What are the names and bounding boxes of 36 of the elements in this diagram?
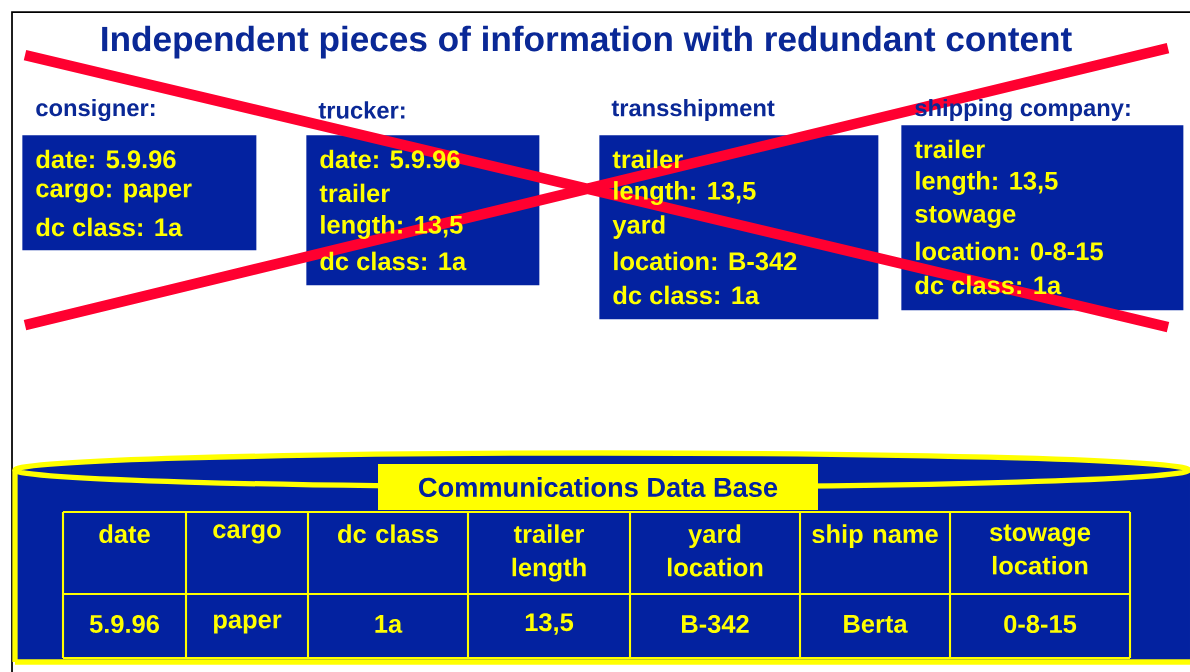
column-header: ship name (812, 524, 938, 549)
table-cell: 1a (375, 615, 403, 633)
field-line: cargo: paper (36, 183, 192, 203)
column-header: date (99, 524, 150, 544)
box-heading: transshipment (611, 98, 775, 122)
column-header: cargo (213, 524, 281, 544)
field-line: dc class: 1a (320, 251, 467, 271)
title-banner: Communications Data Base (378, 464, 818, 510)
field-line: stowage (915, 206, 1016, 228)
field-line: trailer (319, 183, 390, 203)
field-line: location: 0-8-15 (916, 241, 1103, 261)
column-header: dc class (338, 524, 438, 544)
table-cell: B-342 (682, 614, 749, 634)
field-line: length: 13,5 (614, 181, 756, 205)
node-label: Communications Data Base (419, 477, 778, 498)
table-cell: 0-8-15 (1004, 615, 1077, 634)
field-line: trailer (612, 149, 683, 169)
title: Independent pieces of information with redundant content (102, 25, 1072, 59)
table-cell: 13,5 (525, 613, 574, 635)
info-box (901, 125, 1184, 311)
field-line: yard (612, 215, 665, 239)
cylinder (12, 450, 1190, 665)
table-cell: Berta (844, 615, 908, 633)
info-box (22, 135, 257, 251)
box-heading: consigner: (36, 98, 155, 122)
field-line: length: 13,5 (916, 171, 1058, 195)
field-line: trailer (914, 139, 985, 159)
column-header: stowage location (989, 524, 1091, 575)
table-cell: paper (214, 614, 282, 634)
info-box (599, 135, 879, 320)
field-line: dc class: 1a (613, 285, 760, 305)
box-heading: trucker: (318, 101, 405, 119)
field-line: dc class: 1a (36, 217, 183, 237)
table-cell: 5.9.96 (89, 615, 159, 634)
field-line: date: 5.9.96 (36, 149, 176, 169)
field-line: location: B-342 (614, 251, 797, 271)
